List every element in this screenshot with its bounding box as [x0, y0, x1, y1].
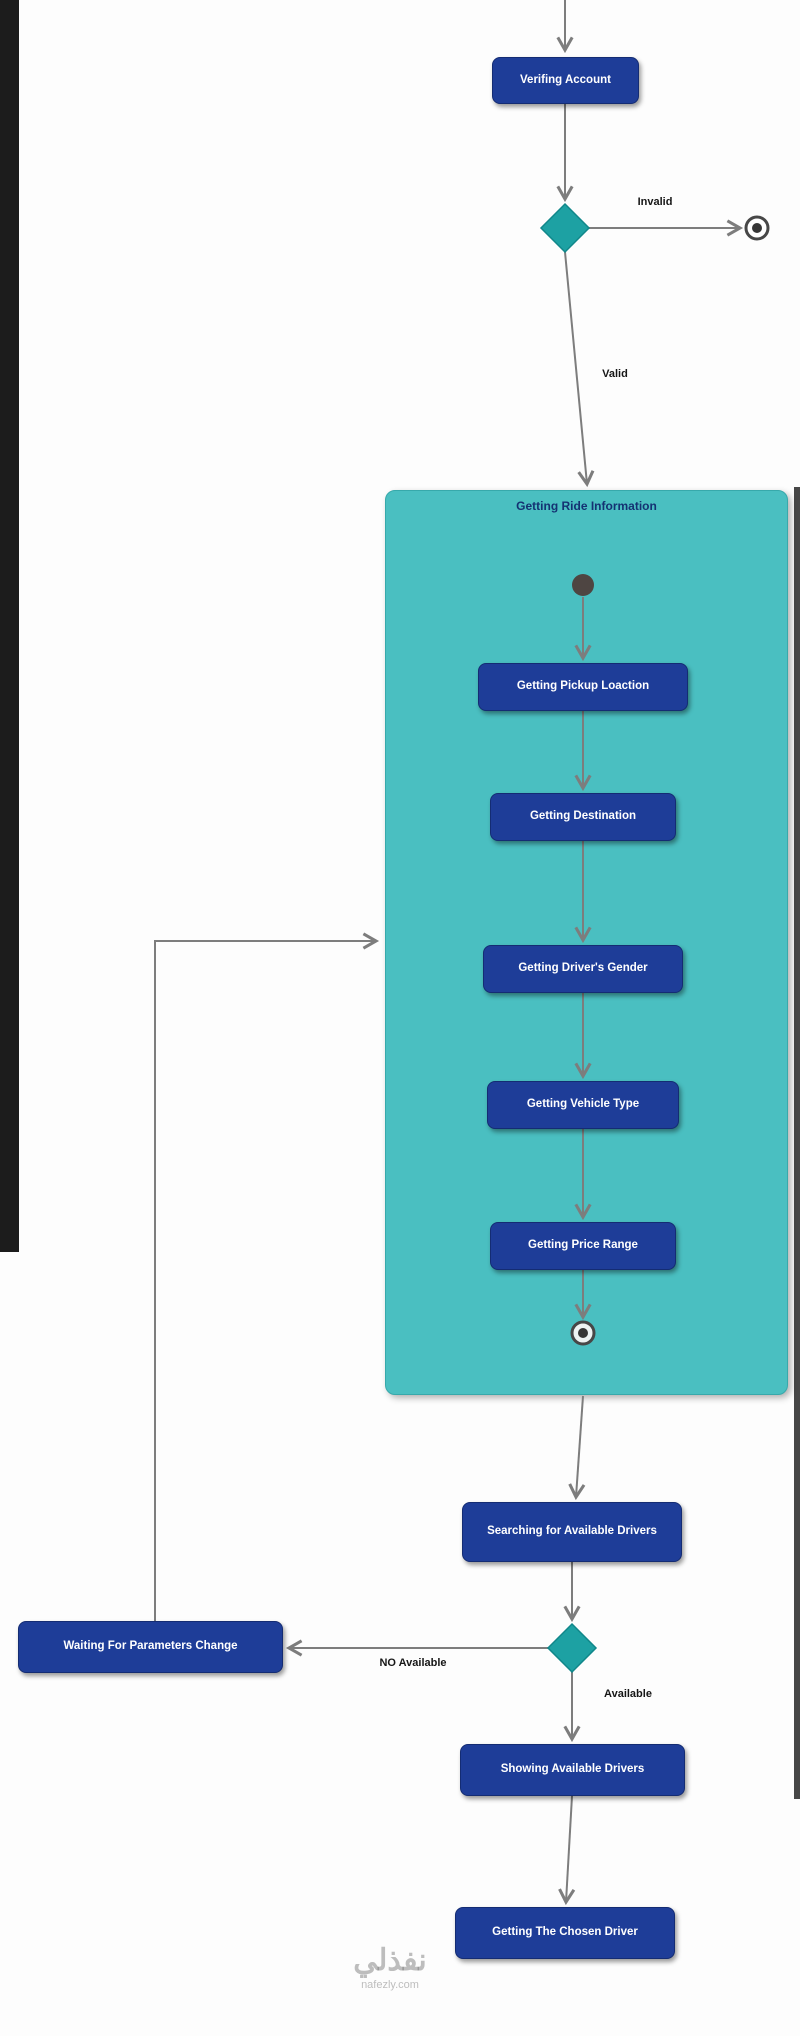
activity-getting-vehicle-type: Getting Vehicle Type: [487, 1081, 679, 1129]
right-edge-bar: [794, 487, 800, 1799]
activity-waiting-for-parameters-change: Waiting For Parameters Change: [18, 1621, 283, 1673]
left-edge-bar: [0, 0, 19, 1252]
watermark-brand: نفذلي: [353, 1944, 427, 1977]
decision-diamond-account-valid: [539, 202, 591, 254]
activity-getting-the-chosen-driver: Getting The Chosen Driver: [455, 1907, 675, 1959]
edge-label-available: Available: [604, 1688, 652, 1700]
decision-diamond-drivers-available: [546, 1622, 598, 1674]
edge-container-to-searching: [568, 1395, 586, 1501]
edge-decision1-valid: [564, 251, 595, 488]
edge-waiting-feedback: [154, 932, 380, 1621]
edge-label-invalid: Invalid: [637, 196, 673, 208]
edge-label-no-available: NO Available: [379, 1657, 447, 1669]
activity-searching-for-available-drivers: Searching for Available Drivers: [462, 1502, 682, 1562]
edge-showing-to-chosen: [558, 1795, 576, 1906]
activity-getting-price-range: Getting Price Range: [490, 1222, 676, 1270]
activity-getting-drivers-gender: Getting Driver's Gender: [483, 945, 683, 993]
edge-label-valid: Valid: [602, 368, 628, 380]
container-title: Getting Ride Information: [516, 499, 657, 513]
activity-verifing-account: Verifing Account: [492, 57, 639, 104]
activity-getting-pickup-location: Getting Pickup Loaction: [478, 663, 688, 711]
activity-showing-available-drivers: Showing Available Drivers: [460, 1744, 685, 1796]
watermark-url: nafezly.com: [361, 1979, 419, 1991]
activity-getting-destination: Getting Destination: [490, 793, 676, 841]
final-node-invalid: [744, 215, 770, 241]
watermark: نفذلي nafezly.com: [300, 1944, 480, 1991]
